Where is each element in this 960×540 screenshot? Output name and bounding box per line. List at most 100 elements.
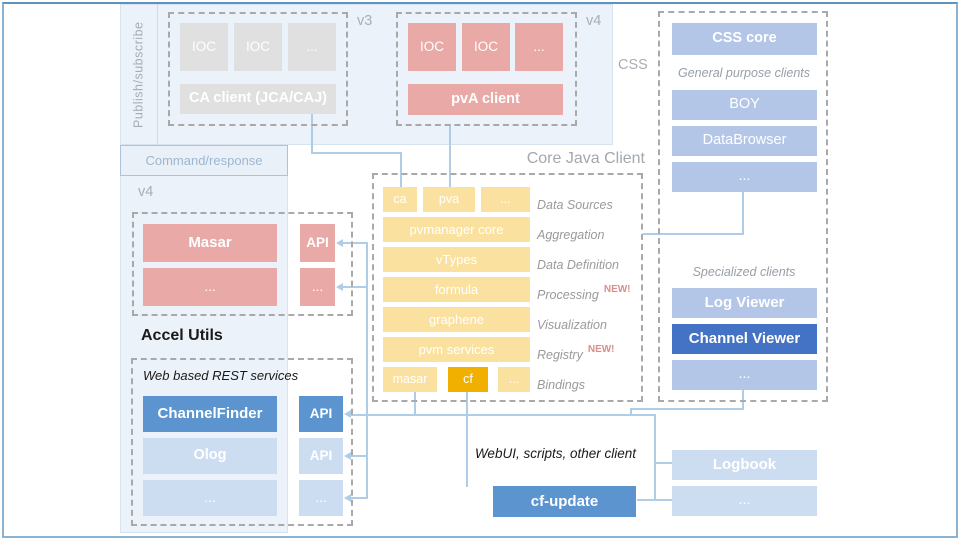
masar-api-box: API	[300, 224, 335, 262]
pvm-services-box: pvm services	[383, 337, 530, 362]
arrowhead-masar-api	[336, 239, 343, 247]
core-java-client-title: Core Java Client	[526, 150, 645, 167]
channel-viewer-box: Channel Viewer	[672, 324, 817, 354]
pva-client-box: pvA client	[408, 84, 563, 115]
general-purpose-clients-label: General purpose clients	[677, 66, 811, 80]
registry-label: Registry NEW!	[537, 342, 647, 367]
css-core-box: CSS core	[672, 23, 817, 55]
channelfinder-api-box: API	[299, 396, 343, 432]
binding-ellipsis-box: ...	[498, 367, 530, 392]
connector-specialized-dots-drop	[742, 389, 744, 410]
ioc-box: IOC	[234, 23, 282, 71]
arrowhead-olog-api	[344, 452, 351, 460]
ioc-ellipsis-box: ...	[288, 23, 336, 71]
masar-box: Masar	[143, 224, 277, 262]
connector-ca-to-ca-box	[400, 152, 402, 188]
ioc-box: IOC	[408, 23, 456, 71]
v4-masar-tag: v4	[138, 184, 154, 200]
olog-api-box: API	[299, 438, 343, 474]
rest-services-box	[131, 358, 353, 526]
arrowhead-masar-dots-api	[336, 283, 343, 291]
connector-dots-api-stub	[350, 497, 368, 499]
core-java-client-box	[372, 173, 643, 402]
v4-group-box	[396, 12, 577, 126]
olog-box: Olog	[143, 438, 277, 474]
vtypes-box: vTypes	[383, 247, 530, 272]
side-label-text: Processing	[537, 287, 599, 302]
general-ellipsis-box: ...	[672, 162, 817, 192]
graphene-box: graphene	[383, 307, 530, 332]
pvmanager-core-box: pvmanager core	[383, 217, 530, 242]
connector-logbook-stub	[654, 462, 672, 464]
connector-cf-drop	[466, 392, 468, 487]
data-sources-label: Data Sources	[537, 192, 647, 217]
connector-cfupdate-stub	[637, 499, 672, 501]
logbook-box: Logbook	[672, 450, 817, 480]
new-badge: NEW!	[603, 284, 631, 295]
side-label-text: Data Definition	[537, 257, 619, 272]
accel-utils-label: Accel Utils	[141, 327, 223, 344]
masar-group-box	[132, 212, 353, 316]
connector-api-bus-vertical	[366, 243, 368, 499]
ca-client-box: CA client (JCA/CAJ)	[180, 84, 336, 114]
logbook-ellipsis-box: ...	[672, 486, 817, 516]
publish-subscribe-band-label: Publish/subscribe	[131, 21, 146, 128]
connector-pva-drop	[449, 124, 451, 188]
v4-tag: v4	[586, 13, 602, 29]
rest-services-caption: Web based REST services	[143, 368, 299, 383]
v3-group-box	[168, 12, 348, 126]
cf-update-box: cf-update	[493, 486, 636, 517]
aggregation-label: Aggregation	[537, 222, 647, 247]
css-tag: CSS	[618, 57, 648, 73]
connector-jog	[630, 408, 632, 416]
connector-masar-api-stub	[342, 242, 368, 244]
side-label-text: Aggregation	[537, 227, 605, 242]
cf-binding-box: cf	[448, 367, 488, 392]
ioc-box: IOC	[462, 23, 510, 71]
side-label-text: Registry	[537, 347, 583, 362]
masar-ellipsis-api-box: ...	[300, 268, 335, 306]
command-response-label: Command/response	[145, 153, 263, 168]
masar-binding-box: masar	[383, 367, 437, 392]
side-label-text: Bindings	[537, 377, 585, 392]
side-label-text: Data Sources	[537, 197, 613, 212]
connector-upper-horizontal	[630, 408, 744, 410]
command-response-band: Command/response	[120, 145, 288, 176]
ioc-ellipsis-box: ...	[515, 23, 563, 71]
css-panel-box	[658, 11, 828, 402]
v3-tag: v3	[357, 13, 373, 29]
visualization-label: Visualization	[537, 312, 647, 337]
ca-datasource-box: ca	[383, 187, 417, 212]
channelfinder-box: ChannelFinder	[143, 396, 277, 432]
side-label-text: Visualization	[537, 317, 607, 332]
databrowser-box: DataBrowser	[672, 126, 817, 156]
datasource-ellipsis-box: ...	[481, 187, 530, 212]
processing-label: Processing NEW!	[537, 282, 647, 307]
connector-masar-dots-api-stub	[342, 286, 368, 288]
connector-ca-horizontal	[311, 152, 402, 154]
arrowhead-channelfinder-api	[344, 410, 351, 418]
webui-clients-label: WebUI, scripts, other client	[474, 446, 636, 461]
connector-ca-drop	[311, 114, 313, 154]
new-badge: NEW!	[587, 344, 615, 355]
connector-general-dots-horizontal	[643, 233, 744, 235]
log-viewer-box: Log Viewer	[672, 288, 817, 318]
connector-main-horizontal	[350, 414, 656, 416]
rest-ellipsis-api-box: ...	[299, 480, 343, 516]
formula-box: formula	[383, 277, 530, 302]
connector-masar-binding-drop	[414, 392, 416, 416]
ioc-box: IOC	[180, 23, 228, 71]
specialized-clients-label: Specialized clients	[692, 265, 796, 279]
rest-ellipsis-box: ...	[143, 480, 277, 516]
connector-right-vertical	[654, 414, 656, 500]
specialized-ellipsis-box: ...	[672, 360, 817, 390]
boy-box: BOY	[672, 90, 817, 120]
data-definition-label: Data Definition	[537, 252, 647, 277]
bindings-label: Bindings	[537, 372, 647, 397]
pva-datasource-box: pva	[423, 187, 475, 212]
connector-general-dots-drop	[742, 191, 744, 235]
arrowhead-dots-api	[344, 494, 351, 502]
connector-olog-api-stub	[350, 455, 368, 457]
masar-ellipsis-box: ...	[143, 268, 277, 306]
